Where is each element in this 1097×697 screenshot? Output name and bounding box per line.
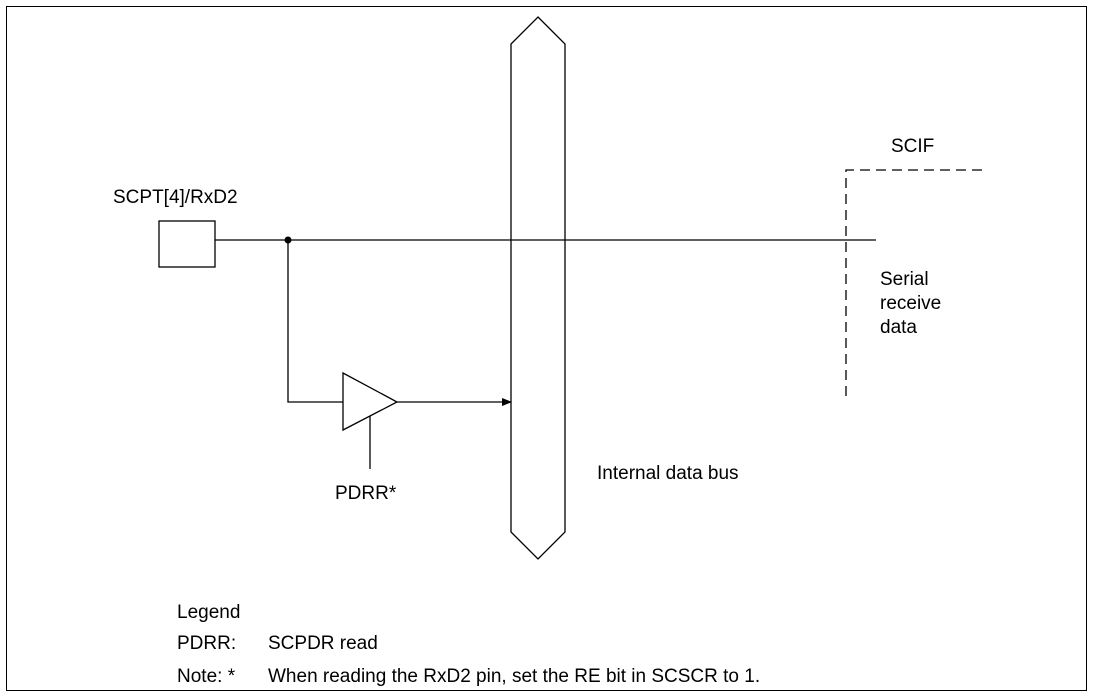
legend-entry-desc: SCPDR read <box>268 633 378 654</box>
legend-title: Legend <box>177 602 241 623</box>
branch-line <box>287 240 343 403</box>
scif-boundary <box>845 169 988 396</box>
note-prefix: Note: * <box>177 666 236 687</box>
legend-entry-key: PDRR: <box>177 633 237 654</box>
internal-data-bus <box>510 16 566 560</box>
signal-label-line-2: receive <box>880 292 942 314</box>
pin-label: SCPT[4]/RxD2 <box>113 187 238 208</box>
serial-receive-data-label: Serial receive data <box>880 268 941 339</box>
signal-label-line-3: data <box>880 316 917 338</box>
buffer-label: PDRR* <box>335 483 397 504</box>
note-text: When reading the RxD2 pin, set the RE bi… <box>268 666 761 687</box>
scif-label: SCIF <box>891 136 935 157</box>
bus-label: Internal data bus <box>597 463 739 484</box>
signal-label-line-1: Serial <box>880 269 929 290</box>
pin-box <box>158 220 216 268</box>
